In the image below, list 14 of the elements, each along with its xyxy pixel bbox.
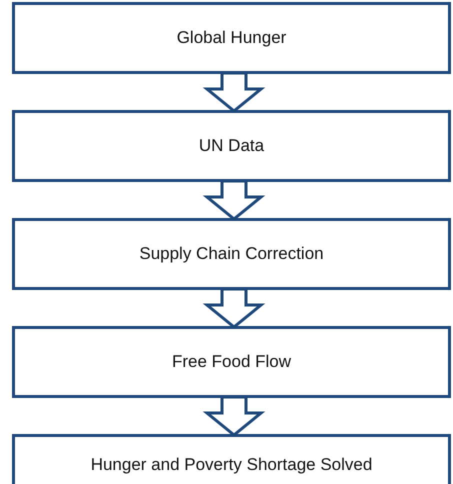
box-label: Free Food Flow — [172, 352, 292, 372]
process-box — [12, 2, 451, 74]
box-label: Supply Chain Correction — [139, 244, 324, 264]
process-box — [12, 434, 451, 484]
box-label: Global Hunger — [176, 28, 286, 48]
process-box — [12, 218, 451, 290]
process-box — [12, 110, 451, 182]
block-arrow — [202, 396, 266, 437]
block-arrow — [202, 72, 266, 113]
box-label: Hunger and Poverty Shortage Solved — [90, 455, 372, 475]
block-arrow — [202, 180, 266, 221]
block-arrow — [202, 288, 266, 329]
box-label: UN Data — [198, 136, 264, 156]
process-box — [12, 326, 451, 398]
